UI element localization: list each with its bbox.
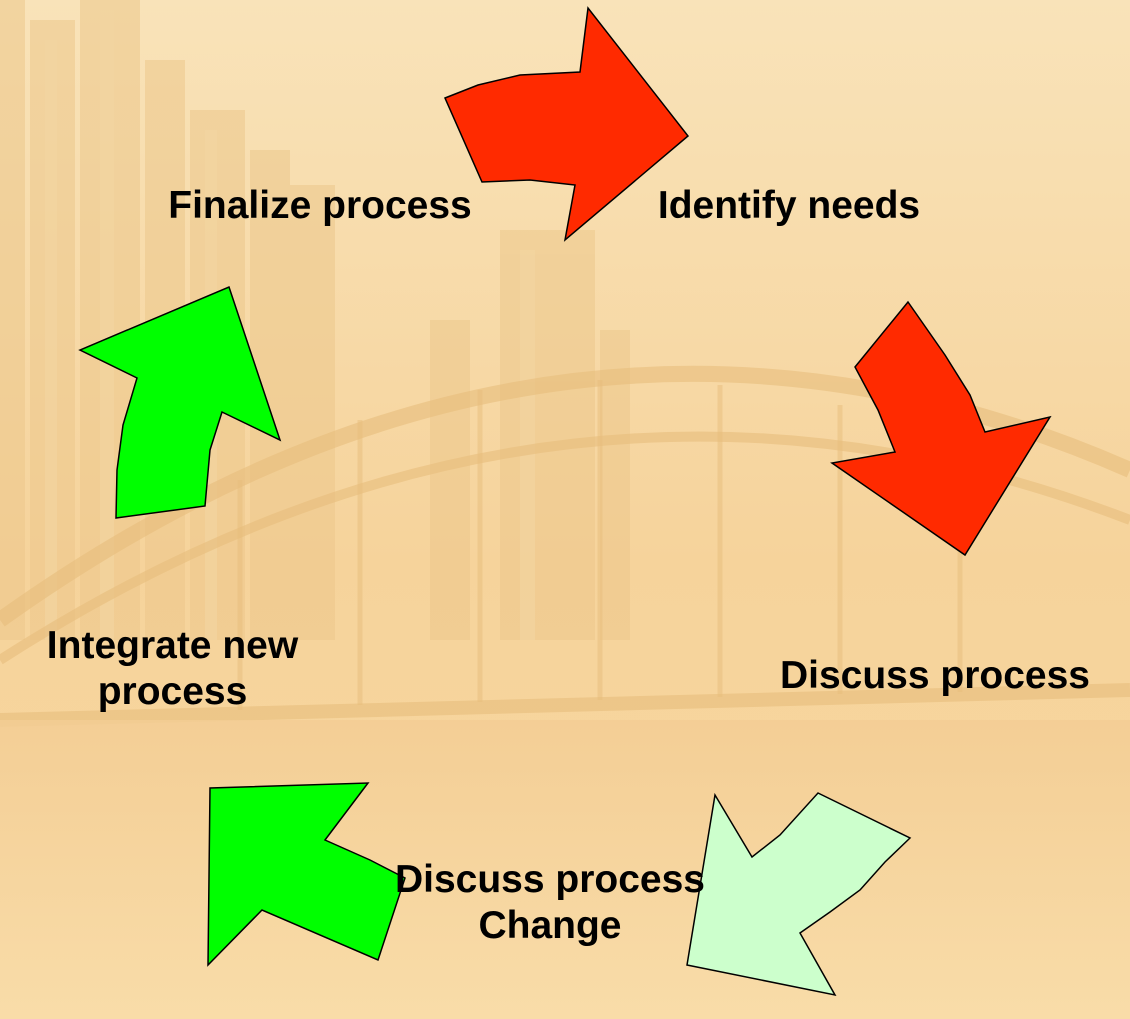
stage-label-line: Integrate new	[46, 624, 299, 667]
stage-label-line: Change	[478, 904, 622, 947]
stage-label-discuss-process: Discuss process	[740, 653, 1130, 699]
stage-label-line: Identify needs	[657, 184, 921, 227]
stage-label-identify-needs: Identify needs	[614, 183, 964, 229]
stage-label-line: Discuss process	[779, 654, 1090, 697]
stage-label-line: process	[97, 670, 248, 713]
arrow-change-to-integrate	[207, 782, 406, 967]
stage-label-line: Finalize process	[168, 184, 472, 227]
arrow-finalize-to-identify	[443, 6, 690, 242]
stage-label-discuss-process-change: Discuss process Change	[340, 857, 760, 949]
stage-label-finalize-process: Finalize process	[105, 183, 535, 229]
stage-label-line: Discuss process	[394, 858, 705, 901]
arrow-identify-to-discuss	[830, 300, 1052, 557]
arrow-integrate-to-finalize	[78, 285, 282, 519]
arrow-discuss-to-change	[686, 792, 912, 997]
stage-label-integrate-new-process: Integrate new process	[0, 623, 345, 715]
